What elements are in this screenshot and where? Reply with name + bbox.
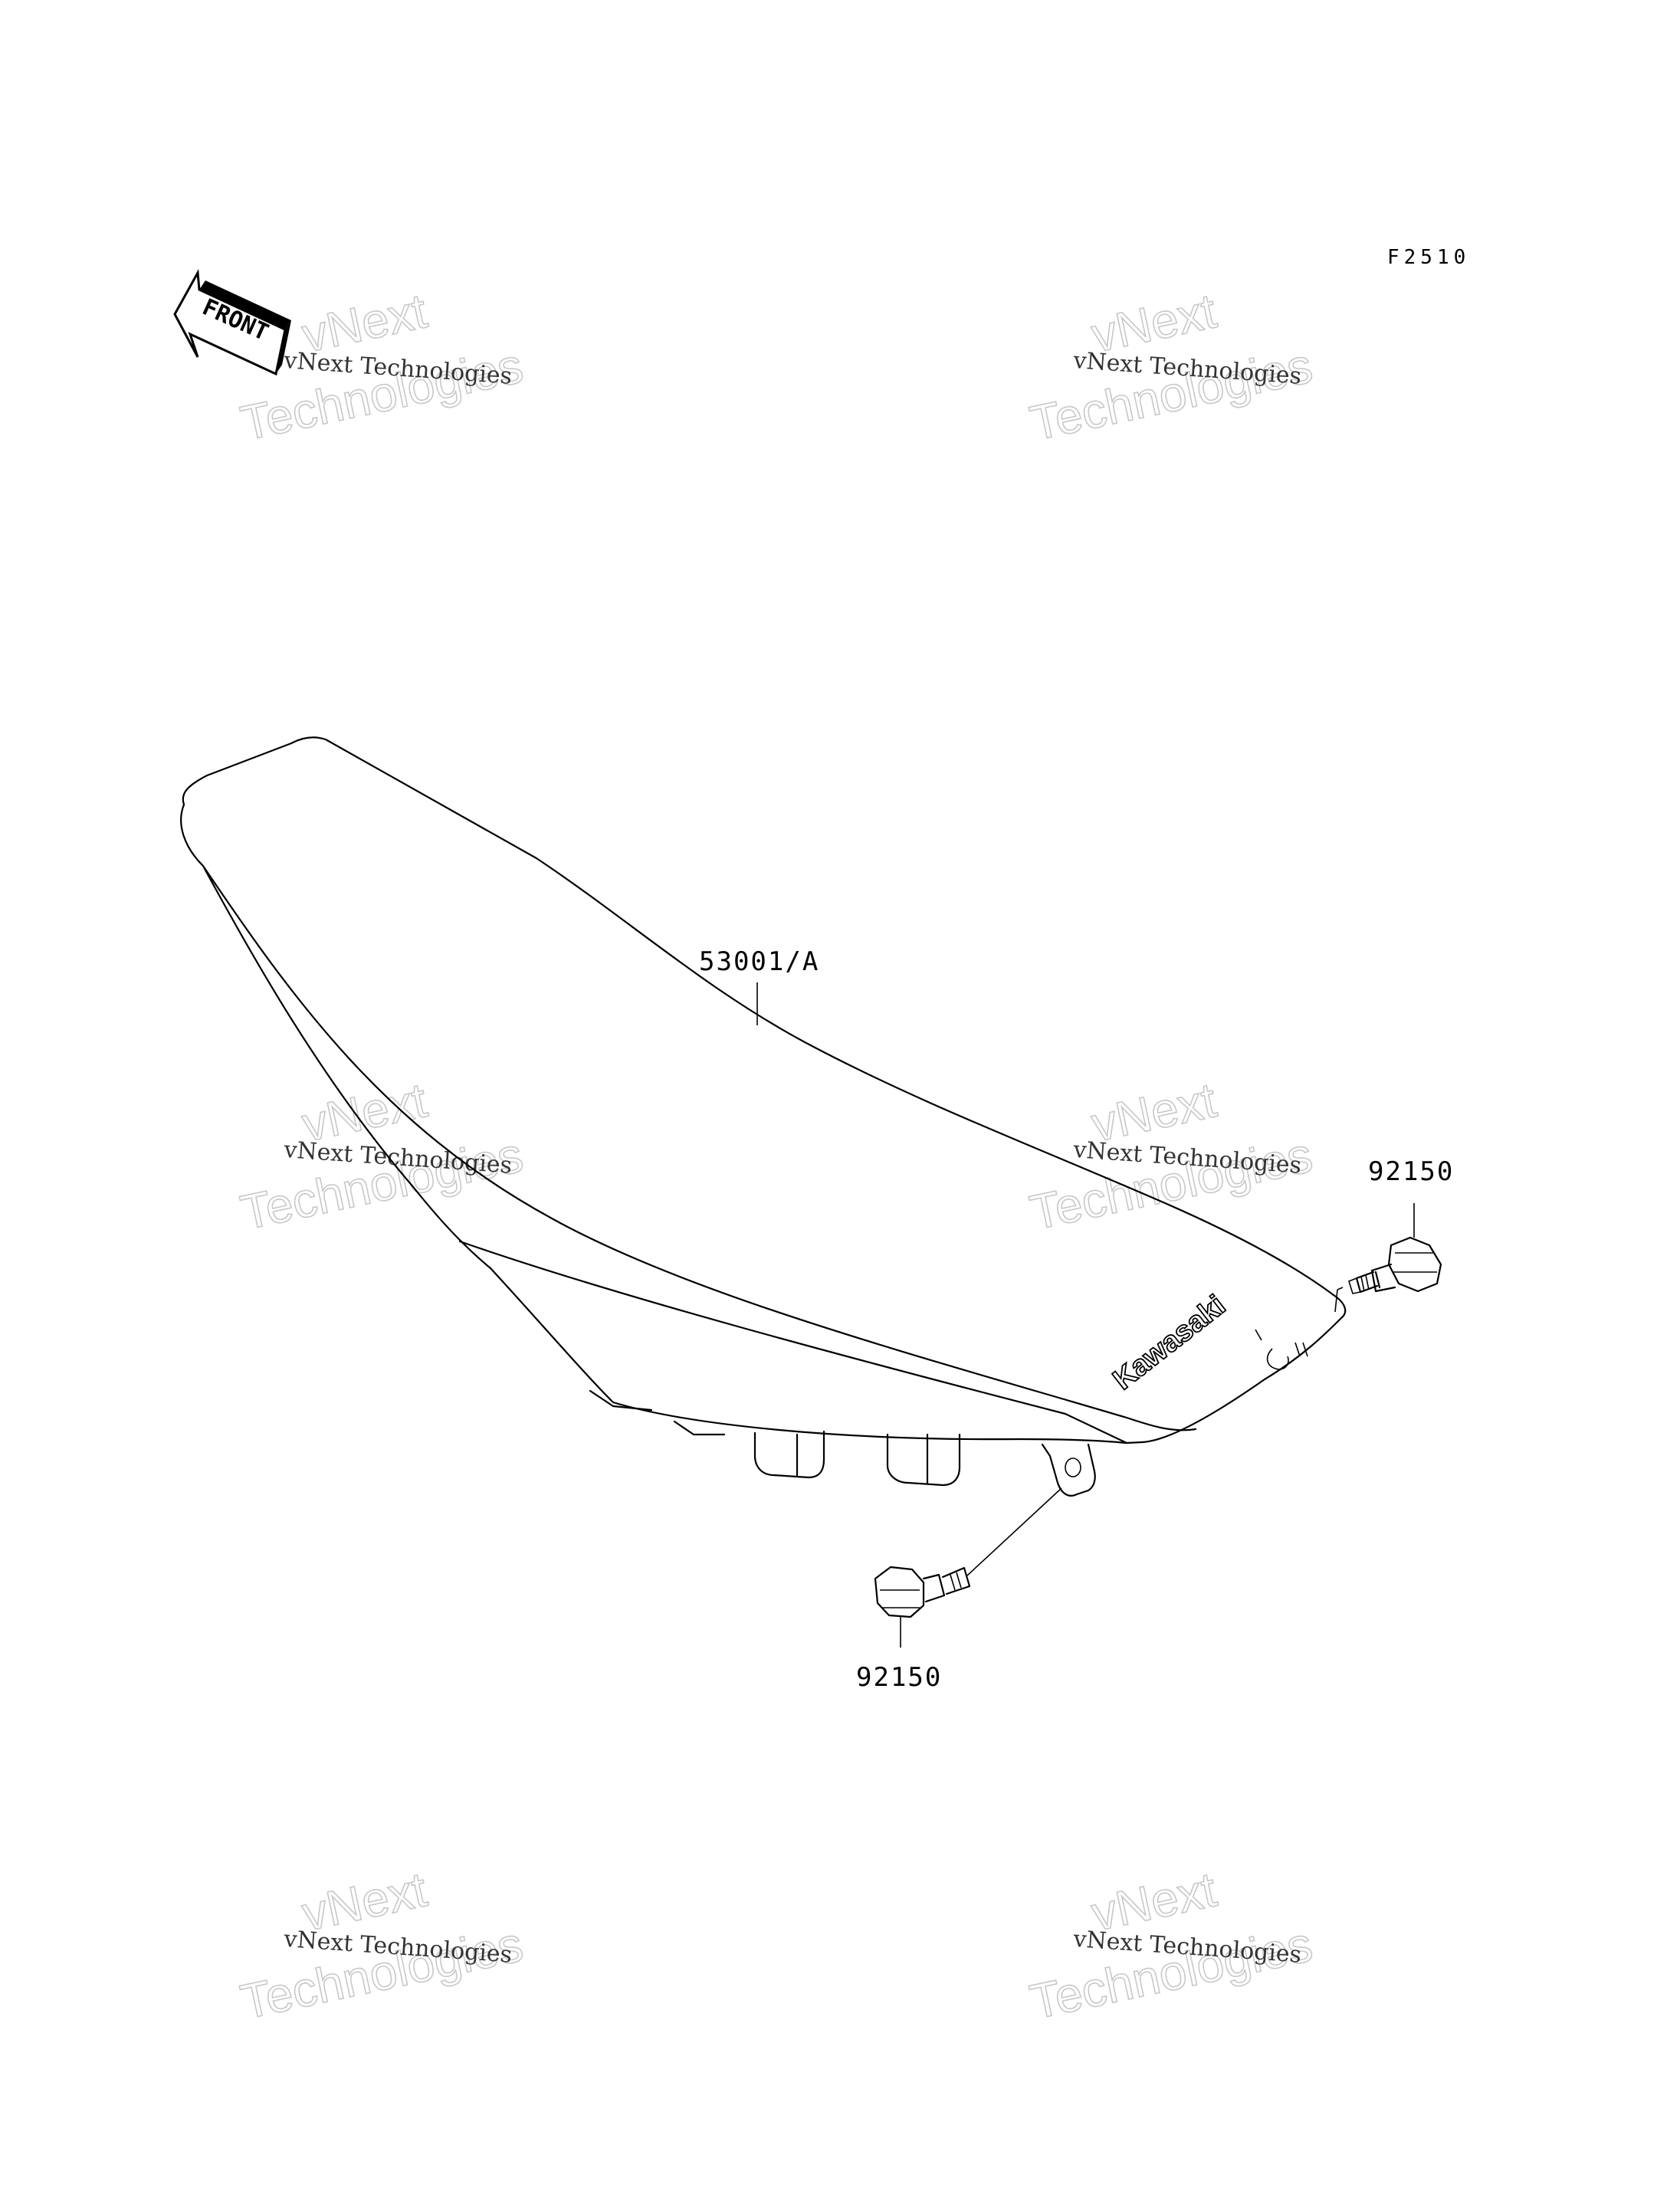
seat-brand-logo: Kawasaki (1107, 1289, 1232, 1396)
bolt-bottom-axis (966, 1487, 1062, 1576)
front-arrow-icon: FRONT (173, 269, 291, 376)
figure-code: F2510 (1387, 246, 1470, 269)
watermark-top-right: vNext Technologies vNext Technologies (1025, 282, 1317, 451)
watermark-bottom-left: vNext Technologies vNext Technologies (235, 1861, 528, 2030)
callout-bolt-right-label: 92150 (1368, 1156, 1454, 1187)
bolt-right-to-seat-dash (1337, 1287, 1344, 1290)
watermark-bottom-right: vNext Technologies vNext Technologies (1025, 1861, 1317, 2030)
bolt-right-icon (1348, 1236, 1442, 1294)
bolt-right-axis (1334, 1289, 1338, 1313)
callout-seat-label: 53001/A (699, 946, 819, 977)
watermark-middle-left: vNext Technologies vNext Technologies (235, 1071, 528, 1241)
watermark-middle-right: vNext Technologies vNext Technologies (1025, 1071, 1317, 1241)
callout-bolt-bottom-label: 92150 (856, 1662, 942, 1693)
bolt-bottom-icon (874, 1566, 971, 1618)
